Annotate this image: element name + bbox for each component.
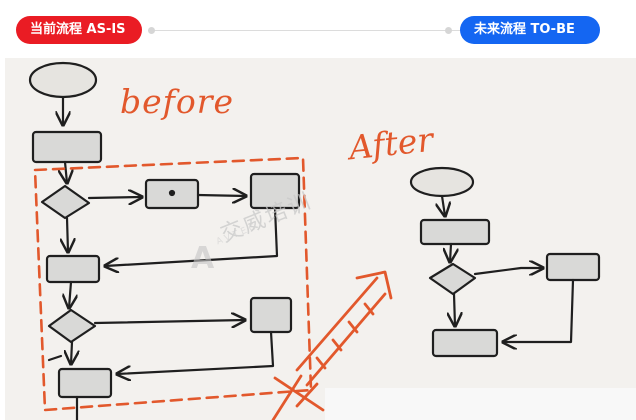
before-boundary bbox=[33, 156, 313, 412]
to-be-start-oval bbox=[409, 166, 475, 198]
to-be-label: 未来流程 TO-BE bbox=[460, 16, 600, 44]
as-is-step-1 bbox=[31, 130, 103, 164]
as-is-step-4 bbox=[45, 254, 101, 284]
to-be-step-3 bbox=[431, 328, 499, 358]
header-bar: 当前流程 AS-IS 未来流程 TO-BE bbox=[0, 0, 636, 58]
to-be-step-2 bbox=[545, 252, 601, 282]
as-is-step-5 bbox=[249, 296, 293, 334]
as-is-decision-2 bbox=[47, 308, 97, 344]
as-is-decision-1 bbox=[40, 184, 91, 220]
bottom-overlay bbox=[325, 388, 636, 420]
as-is-label: 当前流程 AS-IS bbox=[16, 16, 142, 44]
divider-dot-left bbox=[148, 27, 155, 34]
to-be-decision bbox=[428, 262, 477, 296]
divider-dot-right bbox=[445, 27, 452, 34]
header-divider bbox=[148, 30, 594, 31]
as-is-start-oval bbox=[28, 61, 98, 99]
flowchart-drawing bbox=[28, 61, 601, 420]
to-be-step-1 bbox=[419, 218, 491, 246]
to-be-flow bbox=[409, 166, 601, 358]
as-is-step-6 bbox=[57, 367, 113, 399]
improvement-arrow bbox=[271, 270, 393, 420]
process-sketch: before After A 交威培训 AVTEC bbox=[5, 58, 636, 420]
as-is-flow bbox=[28, 61, 301, 420]
before-annotation: before bbox=[120, 82, 235, 121]
watermark-logo: A bbox=[191, 241, 215, 276]
